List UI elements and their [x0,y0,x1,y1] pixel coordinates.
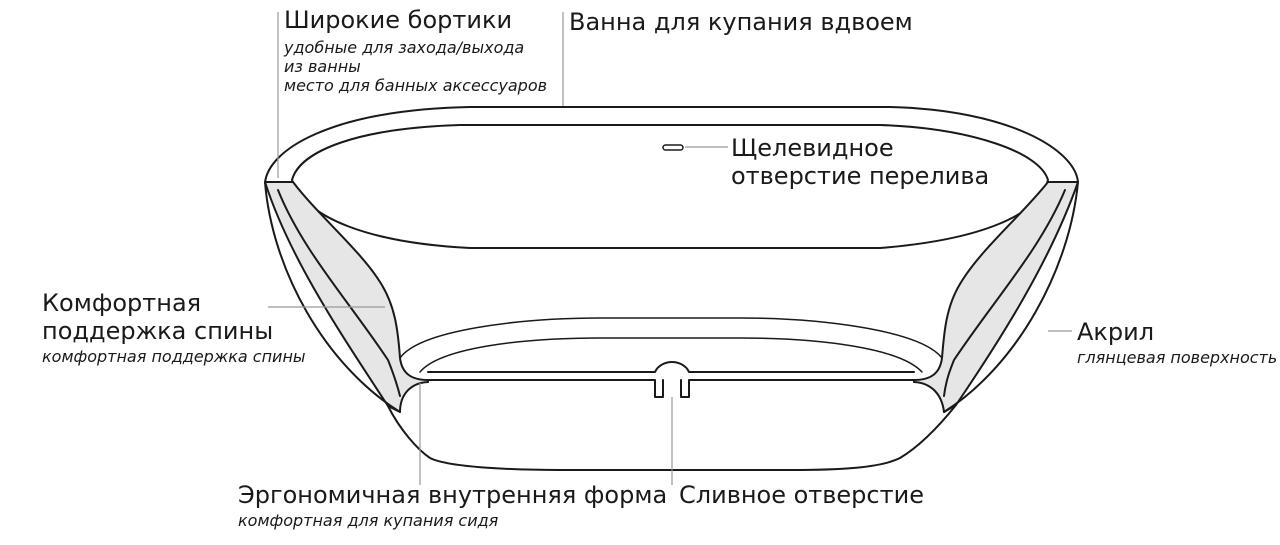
floor-section [427,379,664,398]
inner-floor-outline [399,317,943,359]
rim-outer-outline [264,106,1079,184]
rims-line-2: из ванны [284,57,361,76]
back-support-line-1: Комфортная [42,289,202,317]
inner-floor-outline-2 [419,337,923,373]
rims-line-3: место для банных аксессуаров [284,76,548,95]
back-support-sub: комфортная поддержка спины [42,347,306,366]
rims-title: Широкие бортики [284,6,513,34]
tub-outer-body [264,181,401,413]
ergonomic-label: Эргономичная внутренняя форма комфортная… [238,481,667,530]
tub-outer-body-right [943,181,1079,413]
rim-inner-outline [291,124,1049,249]
ergonomic-title: Эргономичная внутренняя форма [238,481,668,509]
overflow-slot-icon [662,144,684,151]
left-wall-inner [277,189,401,397]
overflow-line-1: Щелевидное [731,134,894,162]
tub-bottom-outline [387,404,957,471]
double-bath-title: Ванна для купания вдвоем [569,8,913,36]
back-support-line-2: поддержка спины [42,317,274,345]
rims-label: Широкие бортики удобные для захода/выход… [284,6,547,95]
drain-title: Сливное отверстие [679,481,924,509]
right-wall-inner [943,189,1066,397]
acrylic-sub: глянцевая поверхность [1077,348,1278,367]
acrylic-label: Акрил глянцевая поверхность [1077,318,1277,367]
overflow-label: Щелевидное отверстие перелива [731,134,989,190]
left-wall-section [264,181,429,413]
floor-section-lower [427,361,915,373]
floor-section-right [680,379,915,398]
overflow-line-2: отверстие перелива [731,162,990,190]
back-support-label: Комфортная поддержка спины комфортная по… [42,289,306,366]
ergonomic-sub: комфортная для купания сидя [238,511,499,530]
rims-line-1: удобные для захода/выхода [284,38,525,57]
right-wall-section [913,181,1079,413]
acrylic-title: Акрил [1077,318,1155,346]
